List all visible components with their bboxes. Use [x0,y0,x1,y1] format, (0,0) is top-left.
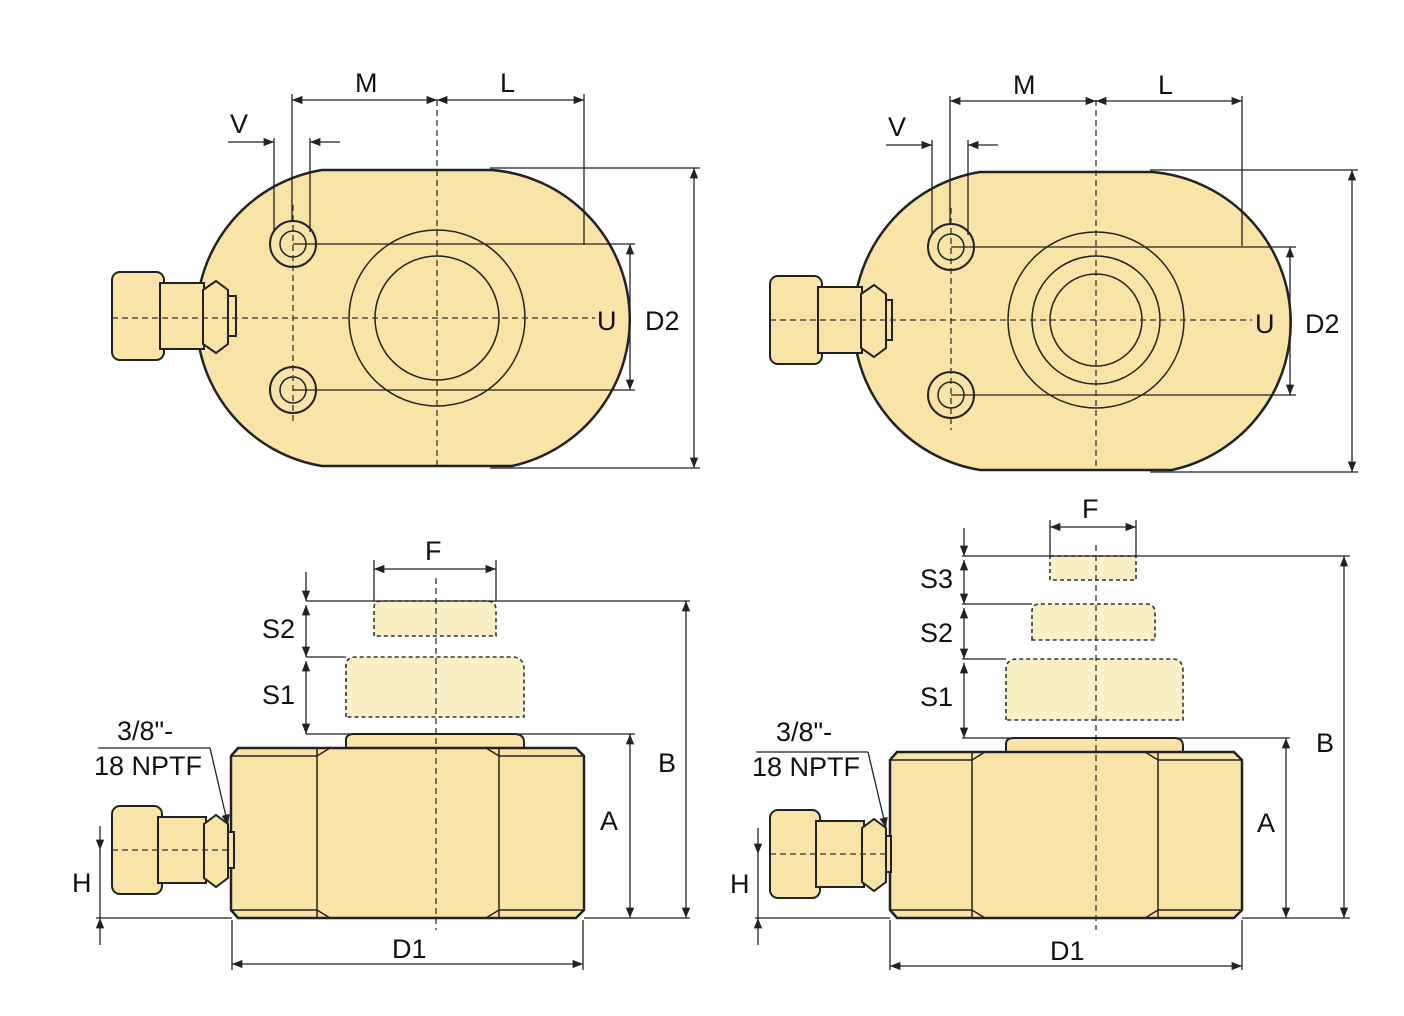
port-spec-line-2-right: 18 NPTF [752,752,860,782]
dim-label-S2: S2 [262,614,295,644]
elevation-view-multi-stage [753,520,1350,971]
dim-label-B: B [658,748,676,778]
dim-label-D1: D1 [392,934,427,964]
dim-label-A-right: A [1257,808,1275,838]
dim-label-D2-right: D2 [1305,309,1340,339]
dim-label-S1: S1 [262,680,295,710]
plan-view-single-stage [111,94,700,469]
dim-label-V: V [230,109,248,139]
port-spec-line-2: 18 NPTF [94,751,202,781]
dim-label-B-right: B [1316,728,1334,758]
dim-label-U: U [597,306,617,336]
dim-label-M: M [355,68,378,98]
dim-label-L: L [500,68,515,98]
dim-label-U-right: U [1255,309,1275,339]
dim-label-S1-right: S1 [920,682,953,712]
plan-view-multi-stage [769,96,1358,473]
dim-label-S2-right: S2 [920,618,953,648]
dim-label-H: H [72,868,92,898]
dim-label-M-right: M [1013,70,1036,100]
dim-label-H-right: H [730,869,750,899]
dim-label-D1-right: D1 [1050,936,1085,966]
port-spec-line-1: 3/8"- [117,716,173,746]
elevation-view-single-stage [95,560,691,970]
dim-label-L-right: L [1158,70,1173,100]
dim-label-A: A [600,806,618,836]
dim-label-F-right: F [1082,494,1099,524]
port-spec-line-1-right: 3/8"- [776,717,832,747]
dim-label-F: F [425,536,442,566]
dim-label-V-right: V [888,112,906,142]
dim-label-S3: S3 [920,564,953,594]
dim-label-D2: D2 [645,306,680,336]
